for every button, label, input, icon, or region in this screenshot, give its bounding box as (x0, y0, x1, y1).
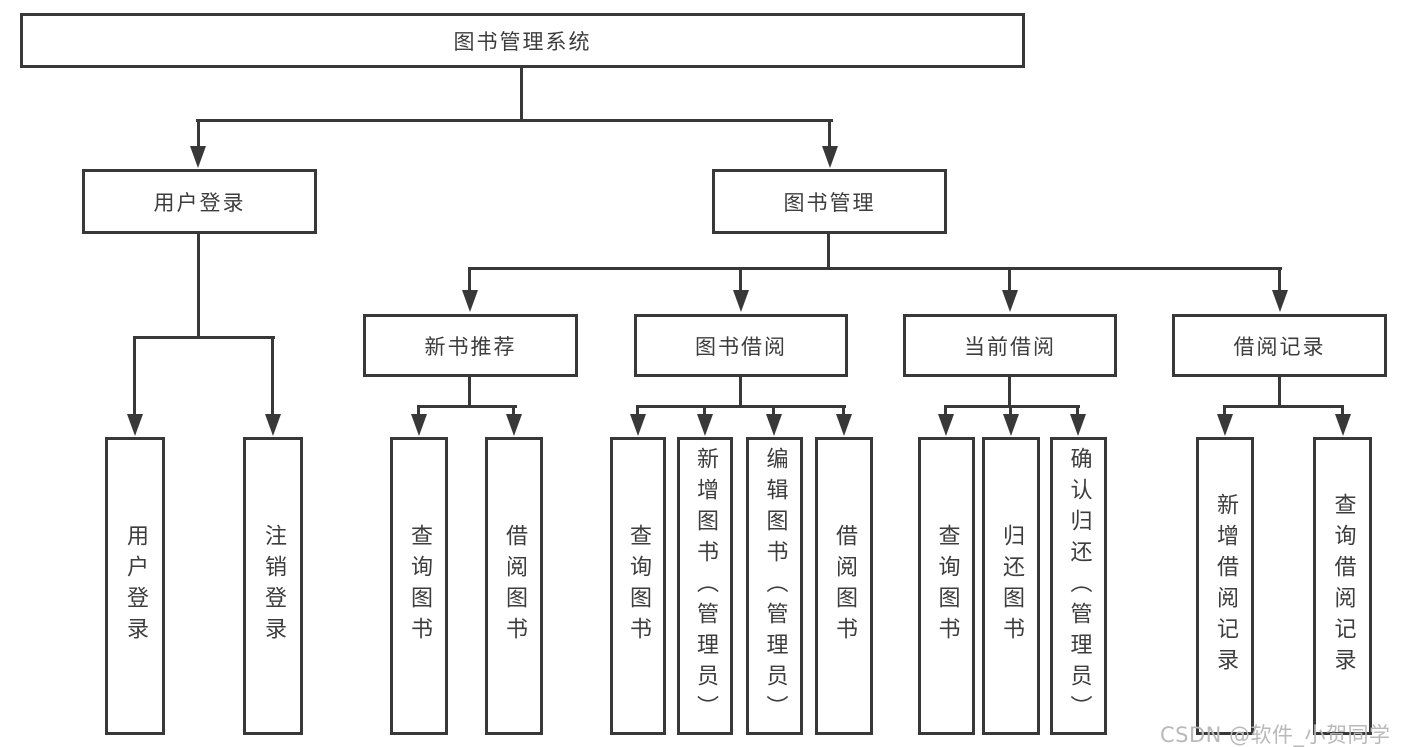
leaf-label: 确认归还（管理员） (1066, 446, 1092, 726)
node-library-management-system: 图书管理系统 (20, 13, 1025, 68)
arrow-down-icon (836, 414, 852, 436)
connector-line (468, 267, 1282, 270)
leaf-label: 查询图书 (626, 524, 651, 648)
connector-line (944, 405, 947, 418)
connector-line (1223, 405, 1226, 418)
leaf-label: 借阅图书 (832, 524, 857, 648)
connector-line (271, 336, 274, 416)
leaf-label: 新增借阅记录 (1213, 493, 1238, 679)
arrow-down-icon (766, 414, 782, 436)
leaf-label: 借阅图书 (502, 524, 527, 648)
leaf-query-books-current: 查询图书 (918, 437, 975, 735)
connector-line (1008, 377, 1011, 408)
node-label: 图书管理 (783, 190, 876, 215)
arrow-down-icon (938, 414, 954, 436)
leaf-add-borrow-record: 新增借阅记录 (1196, 437, 1254, 735)
leaf-borrow-books: 借阅图书 (815, 437, 873, 735)
connector-line (1278, 267, 1281, 294)
connector-line (842, 405, 845, 418)
connector-line (1341, 405, 1344, 418)
leaf-label: 归还图书 (999, 524, 1024, 648)
connector-line (1008, 267, 1011, 294)
node-label: 当前借阅 (964, 334, 1056, 359)
connector-line (636, 405, 639, 418)
connector-line (1076, 405, 1079, 418)
connector-line (636, 405, 846, 408)
leaf-label: 新增图书（管理员） (693, 446, 718, 726)
connector-line (739, 267, 742, 294)
leaf-label: 编辑图书（管理员） (762, 446, 788, 726)
leaf-label: 查询图书 (407, 524, 432, 648)
connector-line (133, 336, 136, 416)
connector-line (512, 405, 515, 418)
arrow-down-icon (127, 414, 143, 436)
leaf-label: 用户登录 (123, 524, 148, 648)
arrow-down-icon (822, 146, 838, 168)
node-label: 借阅记录 (1233, 334, 1326, 359)
node-new-book-recommendation: 新书推荐 (363, 314, 578, 377)
leaf-confirm-return-admin: 确认归还（管理员） (1050, 437, 1107, 735)
connector-line (133, 336, 275, 339)
node-borrowing-records: 借阅记录 (1172, 314, 1387, 377)
node-label: 用户登录 (153, 190, 246, 215)
connector-line (703, 405, 706, 418)
leaf-edit-book-admin: 编辑图书（管理员） (746, 437, 803, 735)
leaf-query-books-borrowing: 查询图书 (610, 437, 666, 735)
connector-line (197, 119, 200, 152)
arrow-down-icon (1003, 414, 1019, 436)
connector-line (468, 267, 471, 294)
leaf-label: 注销登录 (261, 524, 286, 648)
connector-line (828, 119, 831, 152)
arrow-down-icon (265, 414, 281, 436)
arrow-down-icon (190, 146, 206, 168)
arrow-down-icon (1070, 414, 1086, 436)
leaf-label: 查询借阅记录 (1330, 493, 1356, 679)
leaf-return-book: 归还图书 (982, 437, 1040, 735)
arrow-down-icon (411, 414, 427, 436)
leaf-user-login: 用户登录 (105, 437, 165, 735)
connector-line (417, 405, 517, 408)
arrow-down-icon (462, 290, 478, 312)
arrow-down-icon (1272, 290, 1288, 312)
leaf-borrow-books-recommend: 借阅图书 (485, 437, 543, 735)
connector-line (1009, 405, 1012, 418)
arrow-down-icon (733, 290, 749, 312)
node-label: 图书借阅 (695, 334, 787, 359)
arrow-down-icon (1002, 290, 1018, 312)
node-label: 图书管理系统 (453, 29, 592, 54)
arrow-down-icon (506, 414, 522, 436)
node-user-login: 用户登录 (82, 169, 317, 234)
connector-line (520, 68, 523, 122)
leaf-label: 查询图书 (934, 524, 960, 648)
leaf-query-books-recommend: 查询图书 (390, 437, 448, 735)
connector-line (1223, 405, 1344, 408)
leaf-logout: 注销登录 (243, 437, 303, 735)
leaf-add-book-admin: 新增图书（管理员） (677, 437, 733, 735)
connector-line (827, 234, 830, 270)
arrow-down-icon (1335, 414, 1351, 436)
connector-line (1278, 377, 1281, 408)
connector-line (417, 405, 420, 418)
arrow-down-icon (630, 414, 646, 436)
node-label: 新书推荐 (424, 334, 517, 359)
csdn-watermark: CSDN @软件_小贺同学 (1160, 723, 1391, 747)
connector-line (197, 234, 200, 339)
connector-line (468, 377, 471, 408)
connector-line (739, 377, 742, 408)
node-current-borrowing: 当前借阅 (903, 314, 1117, 377)
connector-line (196, 119, 833, 122)
node-book-borrowing: 图书借阅 (634, 314, 848, 377)
arrow-down-icon (697, 414, 713, 436)
connector-line (772, 405, 775, 418)
node-book-management: 图书管理 (712, 169, 947, 234)
arrow-down-icon (1217, 414, 1233, 436)
connector-line (944, 405, 1080, 408)
leaf-query-borrow-record: 查询借阅记录 (1313, 437, 1372, 735)
